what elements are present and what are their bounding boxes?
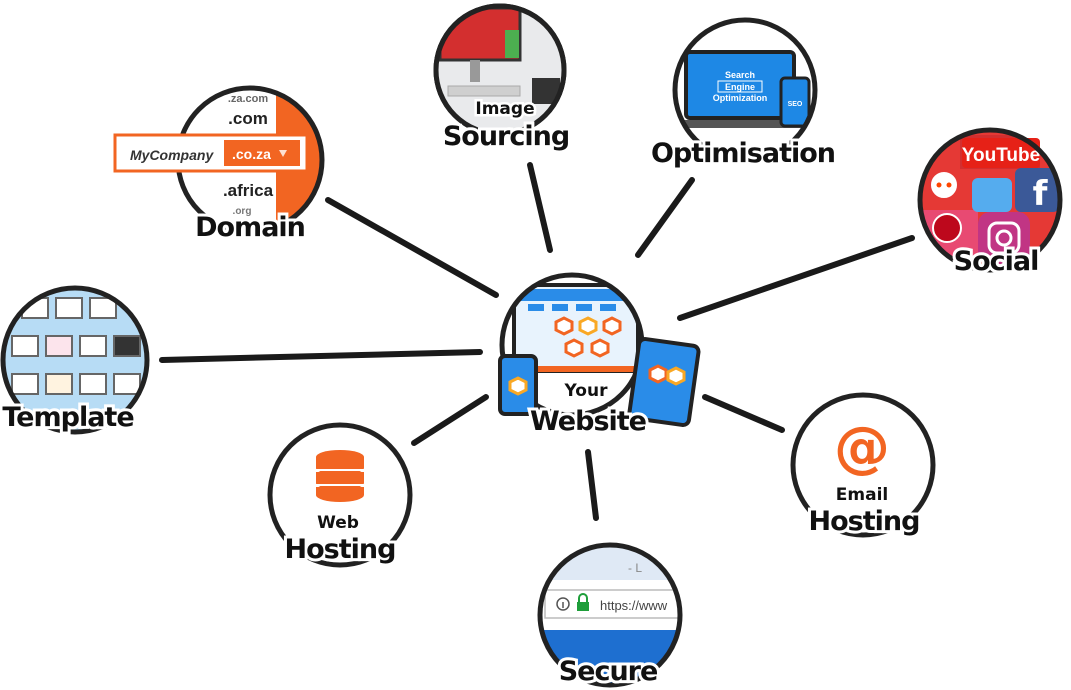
reddit-icon bbox=[929, 170, 959, 200]
image-sourcing-label: Sourcing bbox=[443, 121, 569, 152]
phone-device bbox=[779, 76, 811, 128]
connector-domain bbox=[325, 197, 499, 298]
facebook-icon bbox=[1015, 168, 1059, 212]
secure-tab-hint: - L bbox=[628, 561, 642, 575]
connector-secure bbox=[585, 449, 599, 521]
database-icon bbox=[316, 450, 364, 502]
optimisation-label: Optimisation bbox=[651, 138, 835, 169]
tld-option-2: .com bbox=[228, 109, 268, 128]
domain-company-name: MyCompany bbox=[130, 147, 214, 163]
node-secure: - L https://www Secure bbox=[537, 542, 683, 690]
template-thumbnails bbox=[3, 288, 147, 432]
node-optimisation: Search Engine Optimization SEO Optimisat… bbox=[648, 17, 839, 172]
web-hosting-label: Hosting bbox=[285, 534, 396, 565]
connector-email-hosting bbox=[702, 394, 785, 433]
youtube-text: YouTube bbox=[962, 145, 1040, 166]
node-your-website: Your Website bbox=[498, 272, 701, 440]
web-hosting-small-label: Web bbox=[317, 513, 359, 533]
seo-phone-text: SEO bbox=[788, 101, 803, 108]
secure-label: Secure bbox=[559, 656, 658, 687]
seo-screen-line1: Search bbox=[725, 70, 755, 80]
website-tablet bbox=[627, 336, 701, 428]
svg-text:f: f bbox=[1033, 174, 1049, 214]
tld-option-4: .org bbox=[233, 206, 252, 217]
social-label: Social bbox=[954, 246, 1039, 277]
twitter-icon bbox=[972, 178, 1012, 212]
node-email-hosting: @ Email Hosting bbox=[790, 392, 936, 540]
node-template: Template bbox=[0, 285, 150, 436]
domain-label: Domain bbox=[195, 212, 305, 243]
seo-screen-line3: Optimization bbox=[713, 93, 768, 103]
browser-address-bar bbox=[544, 589, 680, 619]
node-web-hosting: Web Hosting bbox=[267, 422, 413, 568]
dropdown-arrow-icon bbox=[279, 150, 287, 157]
connector-optimisation bbox=[635, 177, 695, 258]
domain-tld-selected: .co.za bbox=[232, 146, 271, 162]
email-hosting-small-label: Email bbox=[836, 485, 888, 505]
template-label: Template bbox=[2, 402, 133, 433]
your-website-line1: Your bbox=[564, 381, 609, 401]
connector-image-sourcing bbox=[527, 162, 553, 253]
email-hosting-label: Hosting bbox=[809, 506, 920, 537]
node-domain: .za.com .com .africa .org MyCompany .co.… bbox=[113, 85, 325, 246]
your-website-line2: Website bbox=[530, 406, 646, 437]
youtube-icon bbox=[962, 138, 1040, 168]
connector-lines bbox=[159, 162, 915, 521]
tld-option-3: .africa bbox=[223, 181, 274, 200]
info-icon bbox=[556, 597, 570, 611]
tld-option-1: .za.com bbox=[228, 93, 269, 105]
image-sourcing-small-label: Image bbox=[475, 99, 534, 119]
connector-web-hosting bbox=[411, 394, 489, 446]
connector-social bbox=[677, 235, 915, 321]
connector-template bbox=[159, 349, 483, 363]
at-sign-icon: @ bbox=[834, 415, 890, 480]
node-social: f YouTube Social bbox=[917, 127, 1063, 280]
node-image-sourcing: Image Sourcing bbox=[433, 3, 573, 155]
secure-url: https://www bbox=[600, 598, 668, 613]
seo-screen-line2: Engine bbox=[725, 82, 755, 92]
pinterest-icon bbox=[932, 213, 962, 243]
lock-icon bbox=[577, 593, 589, 611]
